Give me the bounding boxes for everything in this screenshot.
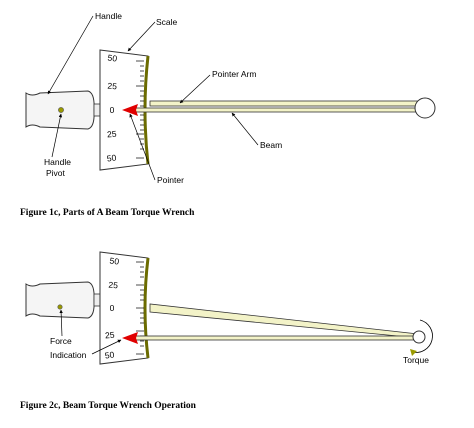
- wrench-head: [412, 330, 426, 344]
- label-indication: Indication: [50, 350, 87, 360]
- leader-force: [59, 309, 63, 337]
- scale-tick-label: 50: [107, 52, 118, 63]
- pointer-arm: [129, 335, 416, 341]
- scale-tick-label: 0: [110, 303, 115, 313]
- leader-scale: [127, 21, 156, 52]
- scale-tick-label: 25: [107, 81, 117, 92]
- scale-edge: [143, 257, 150, 359]
- scale-tick-label: 0: [110, 105, 115, 115]
- caption-figure-2: Figure 2c, Beam Torque Wrench Operation: [20, 401, 197, 411]
- torque-arrow: [411, 319, 433, 353]
- pointer: [122, 104, 138, 116]
- torque-arrowhead: [410, 349, 417, 356]
- figure-1: 50 25 0 25 50 Handle Scale Pointer Arm B…: [20, 11, 436, 218]
- label-torque: Torque: [403, 355, 429, 365]
- pointer-arm: [129, 107, 421, 113]
- scale-tick-label: 25: [105, 330, 115, 341]
- label-scale: Scale: [156, 17, 178, 27]
- label-pointer: Pointer: [157, 175, 184, 185]
- leader-pointer: [129, 113, 156, 181]
- leader-indication: [91, 339, 122, 355]
- label-force: Force: [50, 336, 72, 346]
- leader-handle-pivot: [51, 113, 63, 158]
- scale-ticks: [136, 60, 144, 159]
- scale-ticks: [136, 261, 144, 355]
- label-handle-pivot: Pivot: [46, 168, 66, 178]
- beam: [149, 100, 421, 107]
- wrench-head: [414, 97, 436, 119]
- label-handle-pivot: Handle: [44, 157, 71, 167]
- handle-pivot: [57, 304, 63, 310]
- figure-2: 50 25 0 25 50 Force Indication Torque Fi…: [20, 251, 433, 411]
- leader-handle: [47, 15, 94, 95]
- scale-tick-label: 50: [109, 255, 120, 266]
- label-handle: Handle: [95, 11, 122, 21]
- beam: [149, 303, 419, 339]
- pointer: [122, 332, 138, 344]
- handle: [25, 281, 95, 319]
- scale-tick-label: 25: [108, 280, 118, 291]
- label-beam: Beam: [260, 140, 282, 150]
- caption-figure-1: Figure 1c, Parts of A Beam Torque Wrench: [20, 208, 195, 218]
- label-pointer-arm: Pointer Arm: [212, 69, 256, 79]
- leader-pointer-arm: [179, 74, 211, 104]
- scale-tick-label: 50: [106, 152, 117, 163]
- scale-tick-label: 25: [107, 129, 117, 140]
- handle-pivot: [58, 107, 64, 113]
- leader-beam: [231, 112, 259, 146]
- scale-tick-label: 50: [104, 349, 115, 360]
